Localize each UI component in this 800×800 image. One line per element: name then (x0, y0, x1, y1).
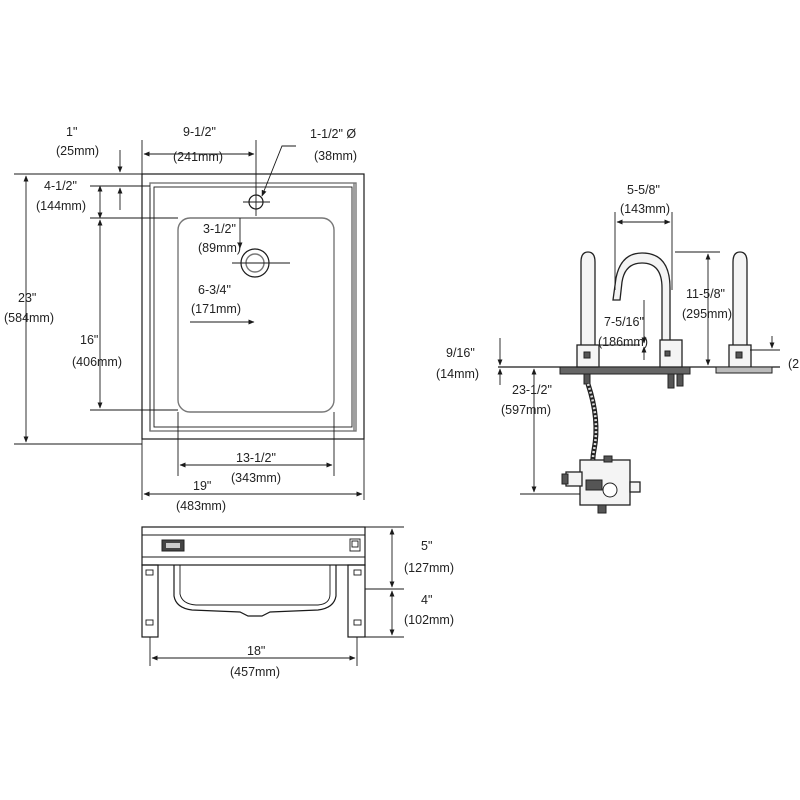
label-1-1-2-b: (38mm) (314, 149, 357, 163)
sink-front-view: 5" (127mm) 4" (102mm) 18" (457mm) (141, 526, 454, 679)
sink-front-top (141, 526, 366, 566)
label-1-1-2-a: 1-1/2" Ø (310, 127, 356, 141)
label-19-b: (483mm) (176, 499, 226, 513)
sink-outer-rim (141, 173, 365, 440)
label-5-a: 5" (421, 539, 432, 553)
label-13-1-2-a: 13-1/2" (236, 451, 276, 465)
label-9-16-b: (14mm) (436, 367, 479, 381)
label-13-1-2-b: (343mm) (231, 471, 281, 485)
label-19-a: 19" (193, 479, 211, 493)
label-1in-a: 1" (66, 125, 77, 139)
label-5-b: (127mm) (404, 561, 454, 575)
label-23-a: 23" (18, 291, 36, 305)
gooseneck-faucet (612, 252, 671, 346)
sink-bowl (177, 217, 335, 413)
label-18-a: 18" (247, 644, 265, 658)
sink-plan-view: 1" (25mm) 9-1/2" (241mm) 1-1/2" Ø (38mm)… (4, 125, 365, 513)
label-18-b: (457mm) (230, 665, 280, 679)
label-23-1-2-a: 23-1/2" (512, 383, 552, 397)
faucet-side-view: 5-5/8" (143mm) 11-5/8" (295mm) 7-5/16" (… (436, 183, 799, 514)
label-6-3-4-b: (171mm) (191, 302, 241, 316)
label-9-16-a: 9/16" (446, 346, 475, 360)
soap-dispenser (580, 251, 596, 351)
label-16-b: (406mm) (72, 355, 122, 369)
label-4-1-2-b: (144mm) (36, 199, 86, 213)
right-leg (347, 564, 366, 638)
label-cut: (2 (788, 357, 799, 371)
label-5-5-8-a: 5-5/8" (627, 183, 660, 197)
deck-plate (559, 366, 691, 375)
label-7-5-16-a: 7-5/16" (604, 315, 644, 329)
label-4-a: 4" (421, 593, 432, 607)
label-23-b: (584mm) (4, 311, 54, 325)
label-23-1-2-b: (597mm) (501, 403, 551, 417)
bowl-profile (173, 565, 337, 617)
label-3-1-2-b: (89mm) (198, 241, 241, 255)
label-9-1-2-a: 9-1/2" (183, 125, 216, 139)
label-11-5-8-a: 11-5/8" (686, 287, 725, 301)
label-4-1-2-a: 4-1/2" (44, 179, 77, 193)
label-9-1-2-b: (241mm) (173, 150, 223, 164)
label-3-1-2-a: 3-1/2" (203, 222, 236, 236)
label-6-3-4-a: 6-3/4" (198, 283, 231, 297)
label-1in-b: (25mm) (56, 144, 99, 158)
label-4-b: (102mm) (404, 613, 454, 627)
label-11-5-8-b: (295mm) (682, 307, 732, 321)
label-16-a: 16" (80, 333, 98, 347)
label-5-5-8-b: (143mm) (620, 202, 670, 216)
label-7-5-16-b: (186mm) (598, 335, 648, 349)
left-leg (141, 564, 159, 638)
right-spout (732, 251, 748, 351)
